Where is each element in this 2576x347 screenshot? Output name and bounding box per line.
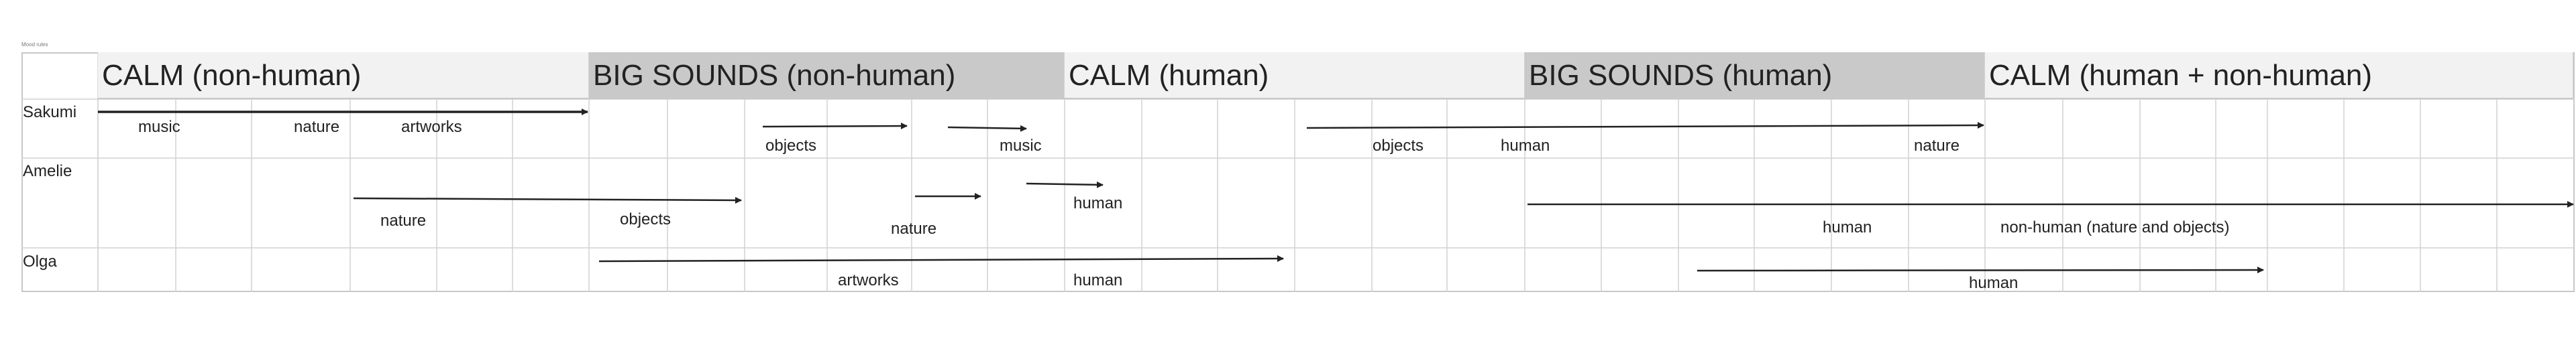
amelie-arrow-nature [353,196,742,204]
column-header-big-sounds-human: BIG SOUNDS (human) [1525,52,1985,99]
sakumi-arrow-human [1306,122,1984,129]
olga-arrow-artworks [598,255,1284,263]
amelie-label-human: human [1073,194,1123,212]
sakumi-label-objects-2: objects [1373,137,1424,155]
olga-label-artworks: artworks [838,271,899,289]
board-caption: Mood rules [21,42,48,48]
amelie-label-nature: nature [380,212,427,230]
amelie-label-objects: objects [620,210,672,228]
sakumi-arrow-music [947,125,1027,132]
amelie-label-non-human: non-human (nature and objects) [2000,218,2230,236]
sakumi-label-nature: nature [294,118,340,136]
olga-label-human: human [1073,271,1123,289]
row-label-sakumi: Sakumi [23,103,77,121]
column-header-calm-non-human: CALM (non-human) [98,52,589,99]
sakumi-arrow-objects [762,123,908,130]
column-header-big-sounds-non-human: BIG SOUNDS (non-human) [589,52,1065,99]
column-header-calm-human: CALM (human) [1065,52,1525,99]
sakumi-label-nature-2: nature [1914,137,1960,155]
amelie-label-nature-2: nature [891,220,937,238]
amelie-label-human-2: human [1823,218,1872,236]
amelie-arrow-human [1026,181,1104,188]
sakumi-label-objects: objects [765,137,817,155]
row-label-amelie: Amelie [23,162,72,180]
row-label-olga: Olga [23,253,57,271]
olga-label-human-2: human [1969,274,2019,292]
sakumi-label-music: music [138,118,180,136]
sakumi-label-human: human [1501,137,1550,155]
column-header-calm-human-non-human: CALM (human + non-human) [1985,52,2573,99]
olga-arrow-human [1697,267,2264,274]
sakumi-label-artworks: artworks [401,118,462,136]
sakumi-label-music-2: music [1000,137,1042,155]
